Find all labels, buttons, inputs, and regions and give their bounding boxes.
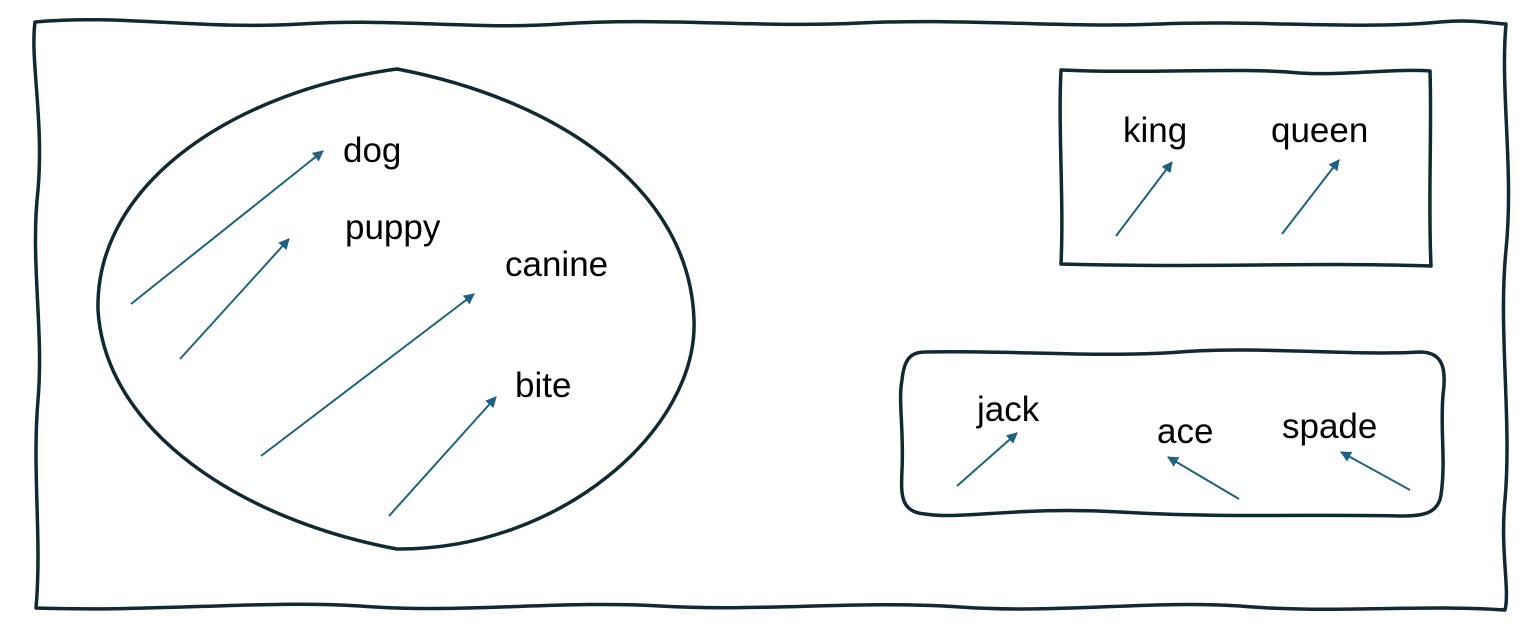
dog-cluster-ellipse <box>96 67 696 551</box>
word-queen: queen <box>1271 111 1368 150</box>
puppy-arrow <box>179 238 290 360</box>
word-labels: dog puppy canine bite king queen jack ac… <box>343 111 1377 451</box>
cards-cluster-box <box>898 348 1446 518</box>
king-arrow <box>1115 161 1173 237</box>
word-puppy: puppy <box>345 208 441 247</box>
bite-arrow <box>388 396 497 517</box>
word-king: king <box>1123 111 1187 150</box>
word-jack: jack <box>976 390 1040 429</box>
word-canine: canine <box>505 245 608 284</box>
jack-arrow <box>956 432 1018 487</box>
word-ace: ace <box>1157 412 1213 451</box>
word-bite: bite <box>515 366 571 405</box>
canine-arrow <box>260 293 475 457</box>
word-spade: spade <box>1282 407 1377 446</box>
ace-arrow <box>1167 456 1240 500</box>
word-dog: dog <box>343 131 401 170</box>
royalty-cluster-box <box>1058 68 1433 268</box>
dog-arrow <box>130 150 324 305</box>
arrows <box>130 150 1411 517</box>
spade-arrow <box>1340 451 1411 491</box>
outer-frame <box>32 17 1511 612</box>
queen-arrow <box>1281 159 1340 235</box>
